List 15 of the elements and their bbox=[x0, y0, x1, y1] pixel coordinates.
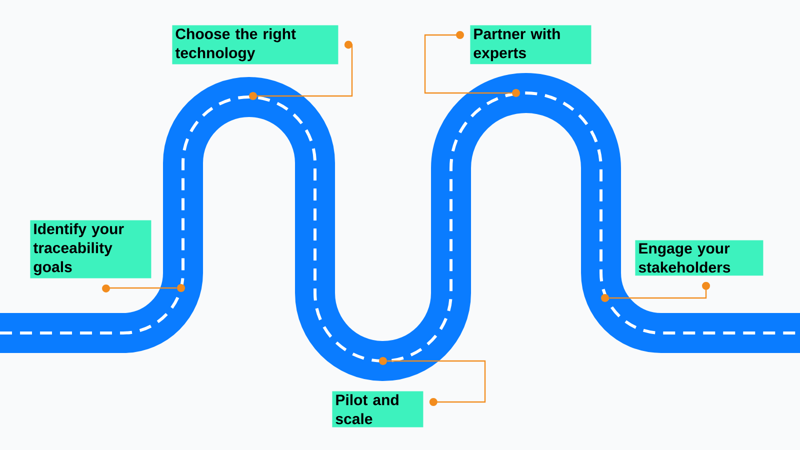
step-label: Partner with experts bbox=[470, 25, 592, 64]
leader-line bbox=[257, 40, 353, 97]
step-label: Choose the right technology bbox=[172, 25, 338, 64]
step-label: Pilot and scale bbox=[332, 391, 424, 428]
milestone-dot bbox=[379, 357, 387, 365]
leader-line bbox=[609, 282, 710, 299]
leader-line bbox=[424, 31, 512, 94]
milestone-dot bbox=[601, 294, 609, 302]
leader-line bbox=[387, 360, 486, 406]
milestone-dot bbox=[512, 89, 520, 97]
milestone-dot bbox=[177, 284, 185, 292]
step-label: Identify your traceability goals bbox=[30, 220, 152, 278]
milestone-dot bbox=[249, 92, 257, 100]
step-label: Engage your stakeholders bbox=[635, 240, 764, 276]
leader-line bbox=[102, 284, 177, 292]
